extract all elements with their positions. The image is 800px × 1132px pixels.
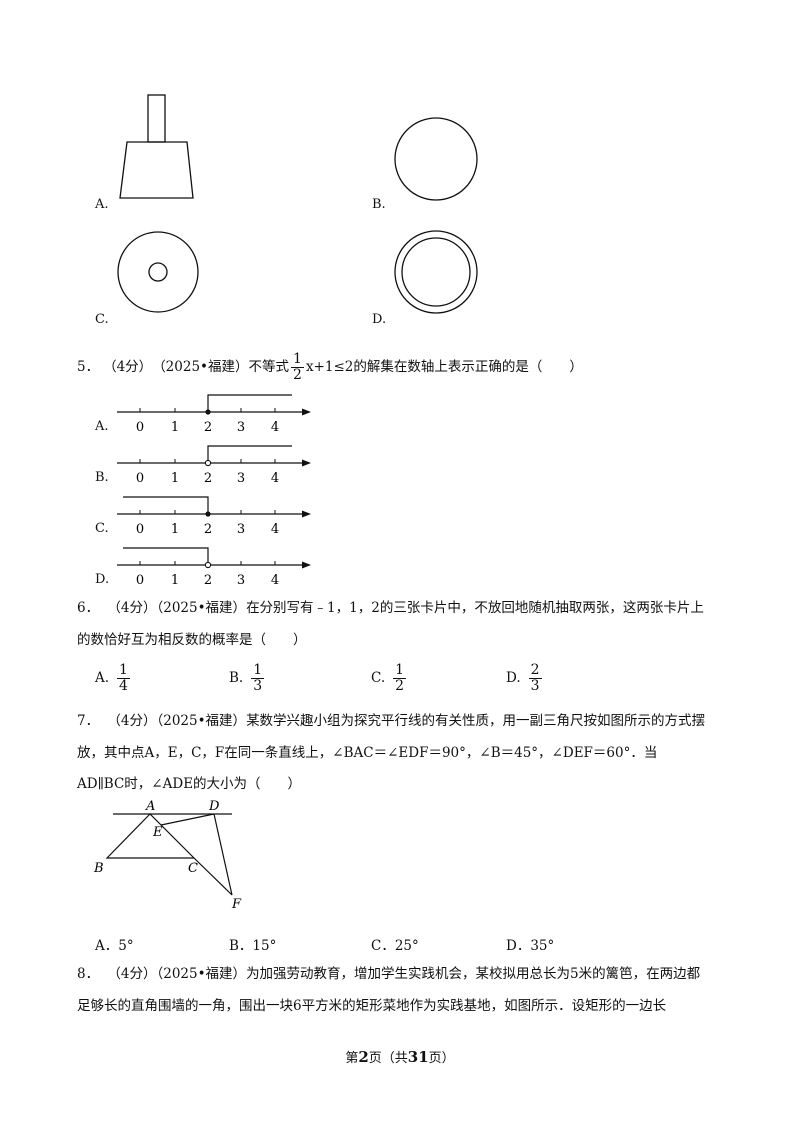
q4-option-b-label[interactable]: B. xyxy=(372,197,386,212)
q5-fraction: 1 2 xyxy=(291,350,304,383)
tick-label: 3 xyxy=(237,420,245,435)
tick-label: 3 xyxy=(237,522,245,537)
q8-stem-line2: 足够长的直角围墙的一角，围出一块6平方米的矩形菜地作为实践基地，如图所示．设矩形… xyxy=(77,998,667,1014)
q5-source: （2025•福建） xyxy=(152,359,249,375)
q5-stem: 5． （4分） （2025•福建） 不等式 1 2 x+1≤2的解集在数轴上表示… xyxy=(77,350,583,383)
page-footer: 第2页（共31页） xyxy=(345,1048,455,1066)
q6-number: 6． xyxy=(77,600,100,616)
tick-label: 1 xyxy=(171,573,179,588)
q8-line1: 为加强劳动教育，增加学生实践机会，某校拟用总长为5米的篱笆，在两边都 xyxy=(246,966,701,982)
tick-label: 0 xyxy=(136,573,144,588)
q7-stem-line2: 放，其中点A，E，C，F在同一条直线上，∠BAC＝∠EDF＝90°，∠B＝45°… xyxy=(77,745,658,761)
tick-label: 1 xyxy=(171,471,179,486)
q7-triangle-figure: A D E B C F xyxy=(93,799,242,912)
point-label-a: A xyxy=(145,799,155,814)
q7-option-d[interactable]: D．35° xyxy=(506,938,555,954)
q5-stem-after: x+1≤2的解集在数轴上表示正确的是（ ） xyxy=(305,359,583,375)
tick-label: 4 xyxy=(271,573,279,588)
tick-label: 2 xyxy=(204,471,212,486)
q6-line1: 在分别写有﹣1，1，2的三张卡片中，不放回地随机抽取两张，这两张卡片上 xyxy=(246,600,704,616)
q7-option-b[interactable]: B．15° xyxy=(229,938,277,954)
point-label-f: F xyxy=(231,897,242,912)
q8-stem-line1: 8． （4分）（2025•福建）为加强劳动教育，增加学生实践机会，某校拟用总长为… xyxy=(77,965,700,983)
q4-option-d-figure xyxy=(394,230,478,314)
q4-option-c-label[interactable]: C. xyxy=(95,312,109,327)
q7-stem-line3: AD∥BC时，∠ADE的大小为（ ） xyxy=(77,776,302,792)
tick-label: 4 xyxy=(271,420,279,435)
q5-option-b-numberline: 0 1 2 3 4 xyxy=(117,445,311,486)
q5-stem-before: 不等式 xyxy=(248,359,290,375)
q5-option-d-label[interactable]: D. xyxy=(95,572,110,587)
q6-score: （4分） xyxy=(107,600,157,616)
point-label-d: D xyxy=(208,799,220,814)
q4-option-a-label[interactable]: A. xyxy=(95,197,109,212)
tick-label: 0 xyxy=(136,420,144,435)
q6-stem-line2: 的数恰好互为相反数的概率是（ ） xyxy=(77,632,307,648)
q5-option-d-numberline: 0 1 2 3 4 xyxy=(117,547,311,588)
tick-label: 3 xyxy=(237,471,245,486)
tick-label: 0 xyxy=(136,522,144,537)
q6-stem-line1: 6． （4分）（2025•福建）在分别写有﹣1，1，2的三张卡片中，不放回地随机… xyxy=(77,599,704,617)
q7-line1: 某数学兴趣小组为探究平行线的有关性质，用一副三角尺按如图所示的方式摆 xyxy=(246,713,706,729)
tick-label: 1 xyxy=(171,522,179,537)
q6-source: （2025•福建） xyxy=(156,600,247,616)
tick-label: 3 xyxy=(237,573,245,588)
q8-score: （4分） xyxy=(107,966,157,982)
tick-label: 0 xyxy=(136,471,144,486)
tick-label: 2 xyxy=(204,420,212,435)
point-label-c: C xyxy=(188,861,198,876)
total-pages: 31 xyxy=(407,1048,429,1066)
tick-label: 2 xyxy=(204,522,212,537)
q7-source: （2025•福建） xyxy=(156,713,247,729)
tick-label: 2 xyxy=(204,573,212,588)
q5-option-c-numberline: 0 1 2 3 4 xyxy=(117,496,311,537)
q4-option-b-figure xyxy=(394,117,478,201)
q7-number: 7． xyxy=(77,713,100,729)
q4-option-c-figure xyxy=(117,231,199,313)
point-label-b: B xyxy=(93,861,104,876)
q8-number: 8． xyxy=(77,966,100,982)
point-label-e: E xyxy=(152,825,163,840)
tick-label: 1 xyxy=(171,420,179,435)
q5-option-a-label[interactable]: A. xyxy=(95,419,109,434)
page-number: 2 xyxy=(358,1048,369,1066)
q4-option-d-label[interactable]: D. xyxy=(372,312,387,327)
q8-source: （2025•福建） xyxy=(156,966,247,982)
tick-label: 4 xyxy=(271,471,279,486)
q5-option-b-label[interactable]: B. xyxy=(95,470,109,485)
q5-score: （4分） xyxy=(103,359,153,375)
q5-number: 5． xyxy=(77,359,100,375)
q5-option-a-numberline: 0 1 2 3 4 xyxy=(117,394,311,435)
q5-option-c-label[interactable]: C. xyxy=(95,521,109,536)
tick-label: 4 xyxy=(271,522,279,537)
q7-score: （4分） xyxy=(107,713,157,729)
q7-stem-line1: 7． （4分）（2025•福建）某数学兴趣小组为探究平行线的有关性质，用一副三角… xyxy=(77,712,705,730)
q4-option-a-figure xyxy=(119,94,194,199)
q7-option-c[interactable]: C．25° xyxy=(371,938,419,954)
q7-option-a[interactable]: A．5° xyxy=(95,938,134,954)
